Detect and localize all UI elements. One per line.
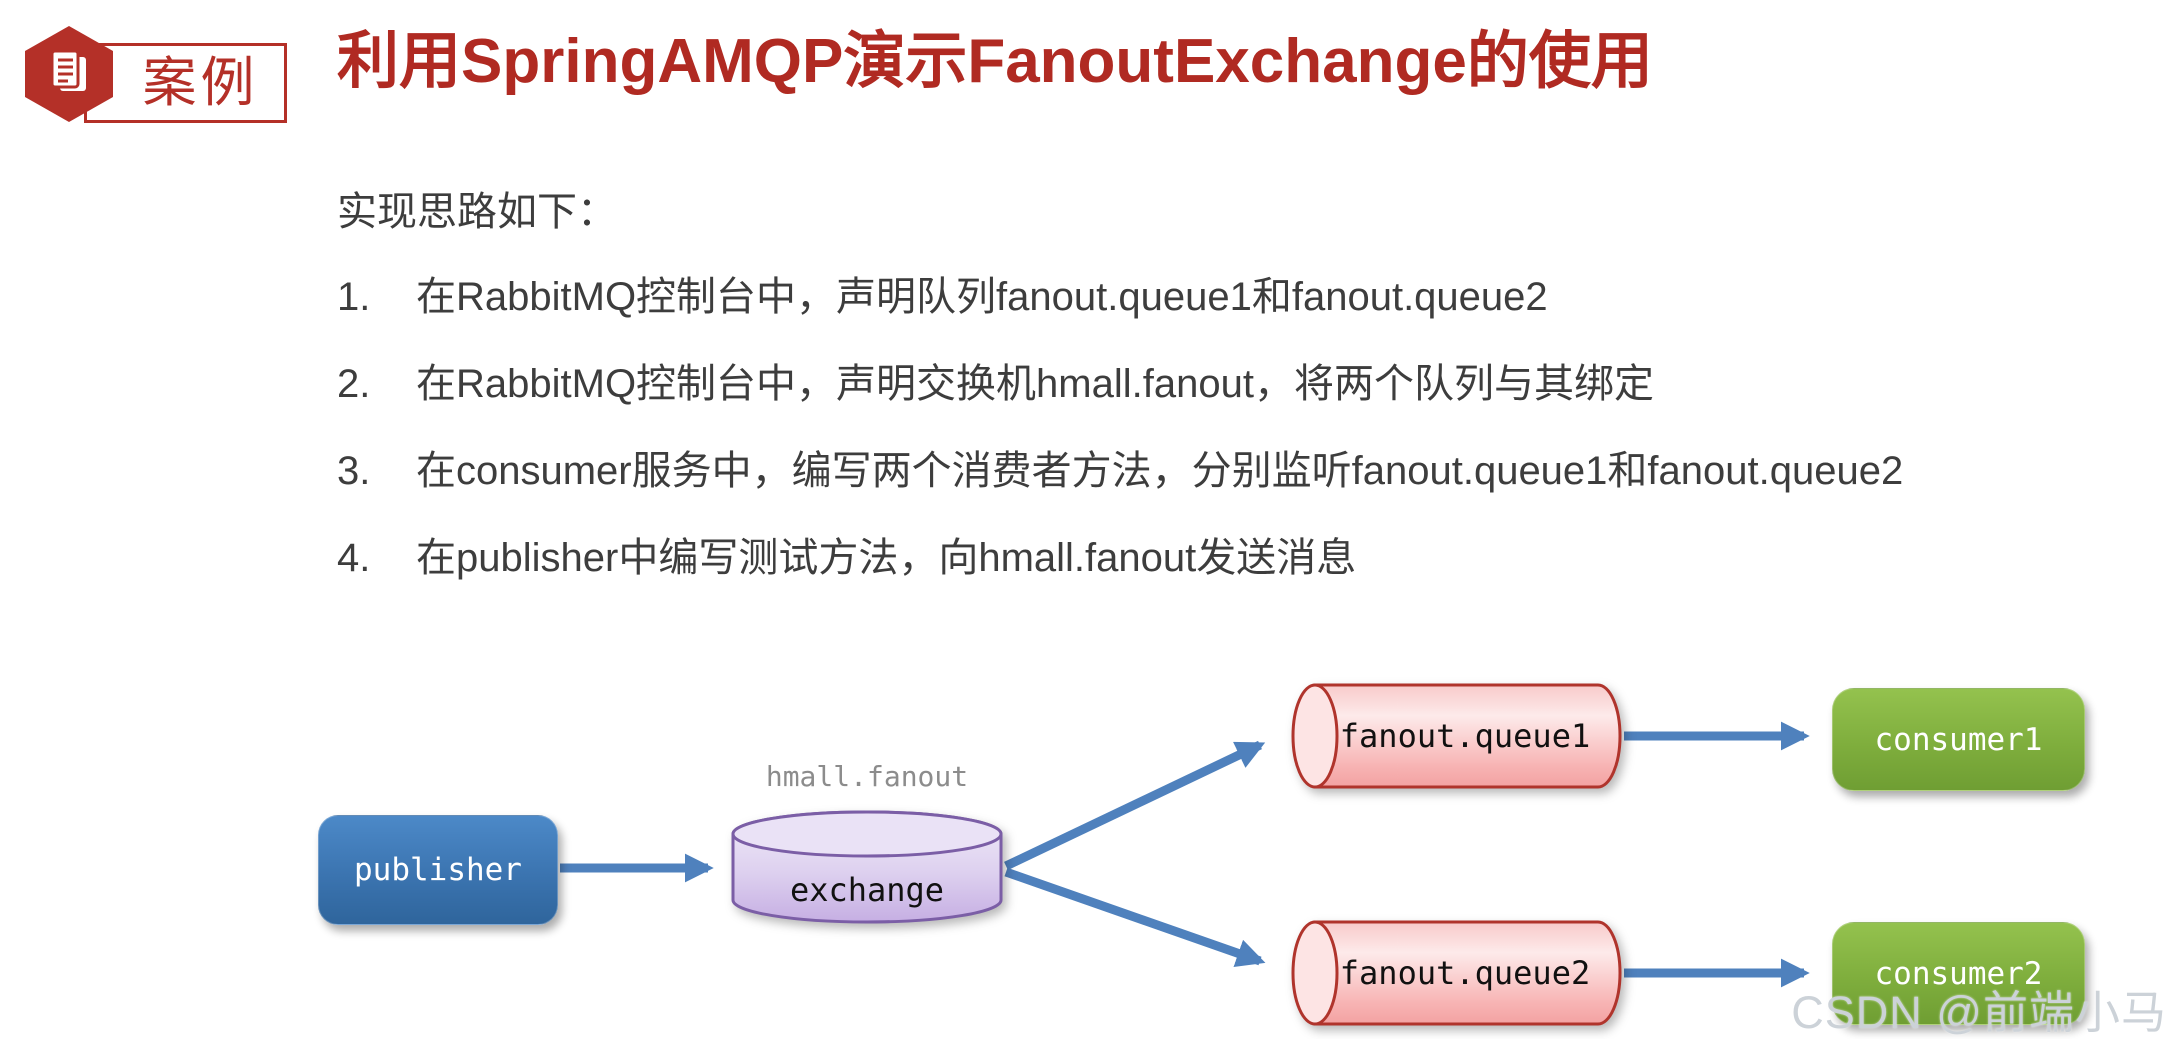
step-item-1: 1. 在RabbitMQ控制台中，声明队列fanout.queue1和fanou… — [337, 276, 1903, 318]
steps-list: 1. 在RabbitMQ控制台中，声明队列fanout.queue1和fanou… — [337, 276, 1903, 579]
consumer1-label: consumer1 — [1874, 721, 2043, 758]
step-item-4: 4. 在publisher中编写测试方法，向hmall.fanout发送消息 — [337, 537, 1903, 579]
consumer2-label: consumer2 — [1874, 955, 2043, 992]
step-item-3: 3. 在consumer服务中，编写两个消费者方法，分别监听fanout.que… — [337, 450, 1903, 492]
document-icon — [46, 47, 92, 102]
step-text: 在publisher中编写测试方法，向hmall.fanout发送消息 — [416, 536, 1357, 580]
consumer1-node: consumer1 — [1832, 688, 2085, 791]
exchange-cylinder — [731, 810, 1003, 924]
step-item-2: 2. 在RabbitMQ控制台中，声明交换机hmall.fanout，将两个队列… — [337, 363, 1903, 405]
intro-text: 实现思路如下： — [337, 190, 617, 234]
queue2-cylinder — [1291, 920, 1622, 1026]
step-number: 4. — [337, 536, 371, 580]
exchange-label: exchange — [789, 871, 945, 909]
queue1-cylinder — [1291, 683, 1622, 789]
step-text: 在RabbitMQ控制台中，声明交换机hmall.fanout，将两个队列与其绑… — [416, 362, 1654, 406]
case-badge-label: 案例 — [142, 53, 259, 113]
publisher-node: publisher — [318, 815, 558, 925]
publisher-label: publisher — [354, 852, 522, 888]
step-number: 2. — [337, 362, 371, 406]
queue1-label: fanout.queue1 — [1339, 717, 1591, 755]
flow-arrows — [560, 721, 1810, 988]
step-number: 1. — [337, 275, 371, 319]
queue2-label: fanout.queue2 — [1339, 954, 1591, 992]
step-text: 在consumer服务中，编写两个消费者方法，分别监听fanout.queue1… — [416, 449, 1904, 493]
case-badge-box: 案例 — [84, 43, 287, 123]
consumer2-node: consumer2 — [1832, 922, 2085, 1025]
step-number: 3. — [337, 449, 371, 493]
exchange-name-label: hmall.fanout — [765, 759, 969, 793]
csdn-watermark: CSDN @前端小马 — [1791, 987, 2167, 1038]
step-text: 在RabbitMQ控制台中，声明队列fanout.queue1和fanout.q… — [416, 275, 1548, 319]
page-title: 利用SpringAMQP演示FanoutExchange的使用 — [337, 27, 1653, 96]
